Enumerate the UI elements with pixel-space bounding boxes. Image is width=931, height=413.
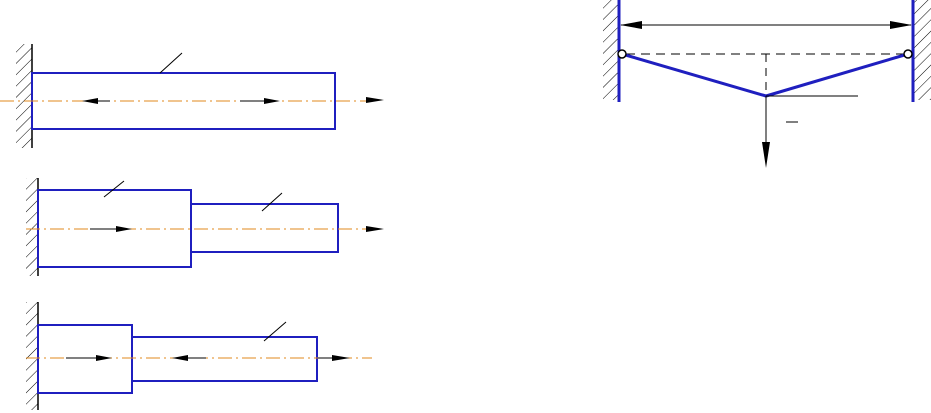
load-arrow-right-icon	[264, 98, 280, 104]
pin-joint-left-icon	[617, 49, 627, 59]
load-arrow-left-icon	[172, 355, 188, 361]
dimension-arrow-right-icon	[890, 21, 912, 29]
bar-segment-2	[190, 203, 339, 253]
dimension-arrow-left-icon	[620, 21, 642, 29]
left-wall-hatch	[603, 0, 618, 100]
figure-single-bar	[0, 44, 384, 148]
right-wall-hatch	[914, 0, 931, 100]
load-arrow-right-icon	[96, 355, 112, 361]
load-arrow-end-icon	[366, 97, 384, 103]
bar-segment-1	[37, 324, 133, 394]
load-arrow-left-icon	[82, 98, 98, 104]
truss-member-left	[621, 52, 767, 98]
fixed-wall-hatch	[16, 44, 32, 148]
load-arrow-down-icon	[762, 142, 770, 168]
figure-stepped-bar-a	[26, 178, 384, 276]
figure-stepped-bar-b	[26, 302, 372, 410]
fixed-wall-hatch	[26, 178, 38, 276]
truss-member-right	[765, 52, 909, 98]
fixed-wall-hatch	[26, 302, 38, 410]
pin-joint-right-icon	[903, 49, 913, 59]
load-arrow-end-icon	[366, 226, 384, 232]
leader-line-1	[103, 180, 125, 198]
leader-line-2	[261, 192, 283, 212]
leader-line	[263, 321, 287, 342]
load-arrow-right-icon	[116, 226, 132, 232]
figure-v-truss	[603, 0, 931, 168]
leader-line	[159, 52, 183, 74]
bar-segment-2	[131, 336, 318, 382]
load-arrow-end-icon	[332, 355, 350, 361]
